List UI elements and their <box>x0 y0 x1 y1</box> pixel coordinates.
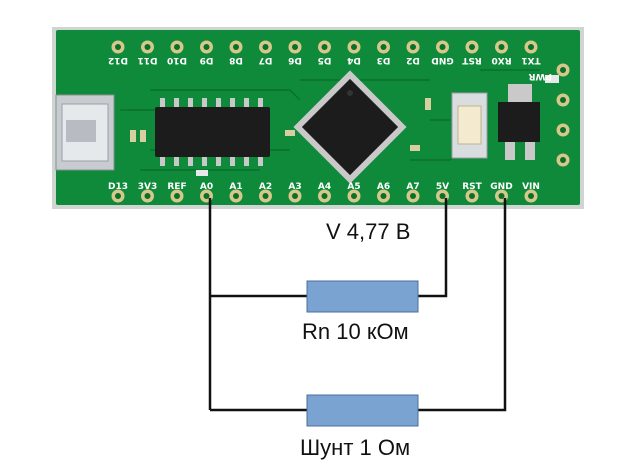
top-pin-pad-hole <box>233 44 239 50</box>
top-pin-label: RST <box>461 55 481 65</box>
bottom-pin-pad-hole <box>321 193 328 199</box>
usb-connector <box>55 94 115 171</box>
top-pin-labels: D12 D11 D10 D9 D8 D7 D6 D5 D4 D3 D2 GND RST RX0 TX1 <box>108 55 541 65</box>
top-pin-pad-hole <box>439 44 446 50</box>
wire-load-to-5v <box>418 198 448 298</box>
load-resistor-label: Rn 10 кОм <box>302 319 409 344</box>
bottom-pin-label: A1 <box>229 182 242 192</box>
top-pin-pad-hole <box>380 44 387 50</box>
bottom-pin-label: GND <box>490 182 512 192</box>
bottom-pin-labels: D13 3V3 REF A0 A1 A2 A3 A4 A5 A6 A7 5V RST GND VIN <box>108 182 540 192</box>
side-pin-pad-hole <box>560 67 566 73</box>
bottom-pin-pad-hole <box>174 193 180 199</box>
bottom-pin-pad-hole <box>262 193 269 199</box>
top-pin-pad-hole <box>144 44 151 50</box>
top-pin-pad-hole <box>262 44 269 50</box>
top-pin-label: D8 <box>229 55 243 65</box>
side-pin-pad-hole <box>560 127 566 133</box>
top-pin-pad-hole <box>203 44 210 50</box>
voltage-label: V 4,77 В <box>326 219 410 244</box>
reset-button <box>451 92 488 159</box>
top-pin-pad-hole <box>351 44 357 50</box>
bottom-pin-pad-hole <box>351 193 357 199</box>
top-pin-label: D5 <box>318 55 332 65</box>
bottom-pin-pad-hole <box>528 193 534 199</box>
bottom-pin-label: A7 <box>406 182 419 192</box>
top-pin-pad-hole <box>321 44 328 50</box>
bottom-pin-label: VIN <box>522 182 540 192</box>
top-pin-pad-hole <box>410 44 416 50</box>
top-pin-label: D3 <box>377 55 391 65</box>
top-pin-label: D6 <box>288 55 302 65</box>
side-pin-pad-hole <box>560 157 566 163</box>
load-resistor <box>306 280 419 313</box>
bottom-pin-label: 5V <box>436 182 449 192</box>
side-pin-pad-hole <box>560 97 566 103</box>
top-pin-label: D7 <box>259 55 273 65</box>
bottom-pin-pad-hole <box>380 193 387 199</box>
usb-serial-chip <box>155 98 270 166</box>
top-pin-label: TX1 <box>521 55 540 65</box>
power-led-label: PWR <box>528 71 552 81</box>
bottom-pin-pad-hole <box>469 193 475 199</box>
side-pin-row <box>556 63 570 167</box>
bottom-pin-pad-hole <box>144 193 151 199</box>
shunt-resistor-label: Шунт 1 Ом <box>300 435 410 460</box>
bottom-pin-pad-hole <box>292 193 298 199</box>
top-pin-pad-hole <box>292 44 298 50</box>
bottom-pin-pad-hole <box>115 193 121 199</box>
bottom-pin-pad-hole <box>233 193 239 199</box>
top-pin-pad-hole <box>498 44 505 50</box>
bottom-pin-label: A4 <box>318 182 331 192</box>
microcontroller-chip <box>293 70 407 184</box>
bottom-pin-label: RST <box>462 182 482 192</box>
shunt-resistor <box>306 394 419 427</box>
bottom-pin-label: A5 <box>347 182 360 192</box>
top-pin-label: D11 <box>138 55 158 65</box>
wire-gnd <box>418 198 507 412</box>
smd-components <box>130 75 559 176</box>
top-pin-pad-hole <box>174 44 180 50</box>
top-pin-pad-hole <box>469 44 475 50</box>
wires <box>208 198 507 412</box>
top-pin-label: D12 <box>108 55 128 65</box>
voltage-regulator <box>498 84 540 160</box>
bottom-pin-pad-hole <box>498 193 505 199</box>
bottom-pin-label: 3V3 <box>138 182 158 192</box>
top-pin-label: D2 <box>406 55 420 65</box>
top-pin-pad-hole <box>115 44 121 50</box>
bottom-pin-pad-hole <box>439 193 446 199</box>
top-pin-row <box>111 40 538 54</box>
top-pin-label: D10 <box>167 55 187 65</box>
bottom-pin-label: A3 <box>288 182 301 192</box>
bottom-pin-row <box>111 189 538 203</box>
bottom-pin-label: A2 <box>259 182 272 192</box>
top-pin-label: D9 <box>200 55 214 65</box>
top-pin-label: GND <box>431 55 453 65</box>
bottom-pin-label: A6 <box>377 182 390 192</box>
top-pin-pad-hole <box>528 44 534 50</box>
bottom-pin-pad-hole <box>410 193 416 199</box>
bottom-pin-label: A0 <box>200 182 213 192</box>
top-pin-label: RX0 <box>491 55 511 65</box>
bottom-pin-label: REF <box>167 182 186 192</box>
bottom-pin-label: D13 <box>108 182 128 192</box>
bottom-pin-pad-hole <box>203 193 210 199</box>
top-pin-label: D4 <box>347 55 361 65</box>
